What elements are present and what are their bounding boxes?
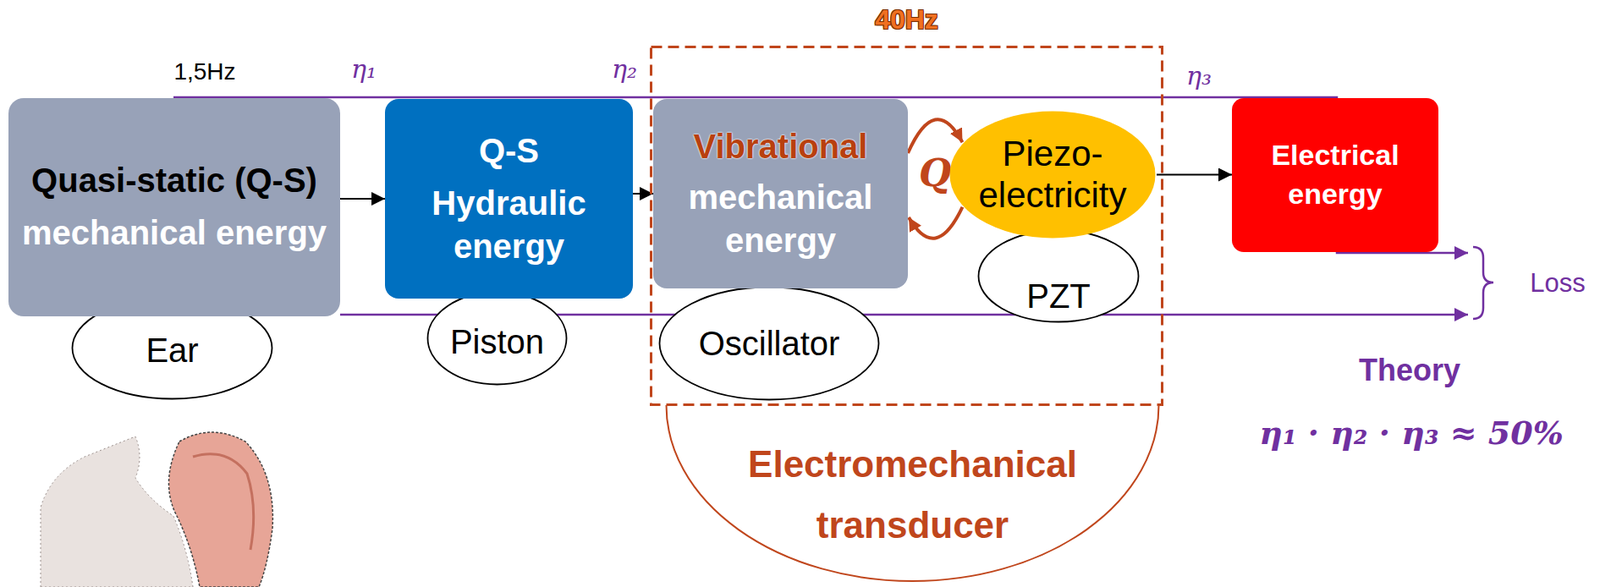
coupling-arrow (908, 207, 963, 239)
ear-illustration (40, 432, 273, 587)
ellipse-outline (72, 297, 273, 400)
frequency-region: 40HzVibrationalmechanical energyOscillat… (649, 45, 1164, 407)
piezo-ellipse: Piezo-electricity (948, 109, 1157, 240)
label-holder: η₁ · η₂ · η₃ ≈ 50% (1259, 412, 1563, 454)
edge-label-holder: Q (918, 154, 952, 193)
annotation-label: η₂ (611, 53, 638, 86)
label-holder: η₃ (1186, 60, 1212, 93)
node-text: Hydraulic energy (384, 181, 633, 269)
node-text: Electromechanical transducer (718, 434, 1108, 556)
annotation-label: η₁ (351, 53, 377, 86)
flow-arrow (632, 192, 654, 195)
annotation-label: Theory (1358, 351, 1461, 390)
ear-shape (168, 432, 273, 587)
node-text: Electrical energy (1250, 136, 1420, 215)
flow-arrow (1156, 174, 1232, 176)
label-holder: η₁ (351, 53, 377, 86)
part-ellipse: Oscillator (658, 285, 880, 402)
node-text: Quasi-static (Q-S) (31, 159, 318, 202)
annotation-label: 1,5Hz (173, 56, 236, 87)
node-text: Piston (450, 320, 545, 363)
annotation-label: η₁ · η₂ · η₃ ≈ 50% (1259, 412, 1563, 454)
energy-box: Q-S Hydraulic energy (384, 98, 633, 299)
ellipse-outline (978, 230, 1139, 323)
ear-ridge (192, 454, 254, 550)
flow-arrow (340, 197, 385, 200)
efficiency-line (340, 313, 1469, 317)
annotation-label: Loss (1529, 267, 1585, 301)
node-text: mechanical energy (21, 211, 327, 255)
node-text: mechanical energy (653, 175, 908, 263)
energy-box: Quasi-static (Q-S) mechanical energy (8, 98, 341, 317)
transducer-arc: Electromechanical transducer (665, 405, 1161, 584)
arc-outline (666, 405, 1160, 582)
frequency-heading: 40Hz (649, 3, 1164, 36)
annotation-label: η₃ (1186, 60, 1212, 93)
label-holder: 1,5Hz (173, 56, 236, 87)
ellipse-outline (659, 287, 880, 401)
label-holder: Theory (1358, 351, 1461, 390)
node-outline (665, 405, 1161, 584)
dashed-outline (651, 47, 1163, 406)
loss-brace (1473, 247, 1494, 319)
energy-box: Electrical energy (1231, 98, 1439, 253)
ellipse-outline (950, 111, 1156, 239)
label-holder: Loss (1529, 267, 1585, 301)
part-ellipse: PZT (977, 229, 1140, 324)
tissue-shape (40, 436, 193, 587)
energy-box: Vibrational mechanical energy (653, 98, 908, 289)
part-ellipse: Piston (426, 291, 568, 386)
node-text: Piezo-electricity (972, 133, 1133, 216)
node-text: Oscillator (698, 322, 841, 365)
node-text: Q-S (478, 129, 539, 172)
coupling-arrow (907, 119, 963, 154)
node-text: PZT (1026, 274, 1091, 318)
coupling-label: Q (918, 154, 952, 193)
node-text: Ear (145, 329, 198, 372)
node-text: Vibrational (693, 125, 869, 168)
heading-holder: 40Hz (649, 3, 1164, 36)
ellipse-outline (428, 292, 567, 385)
label-holder: η₂ (611, 53, 638, 86)
